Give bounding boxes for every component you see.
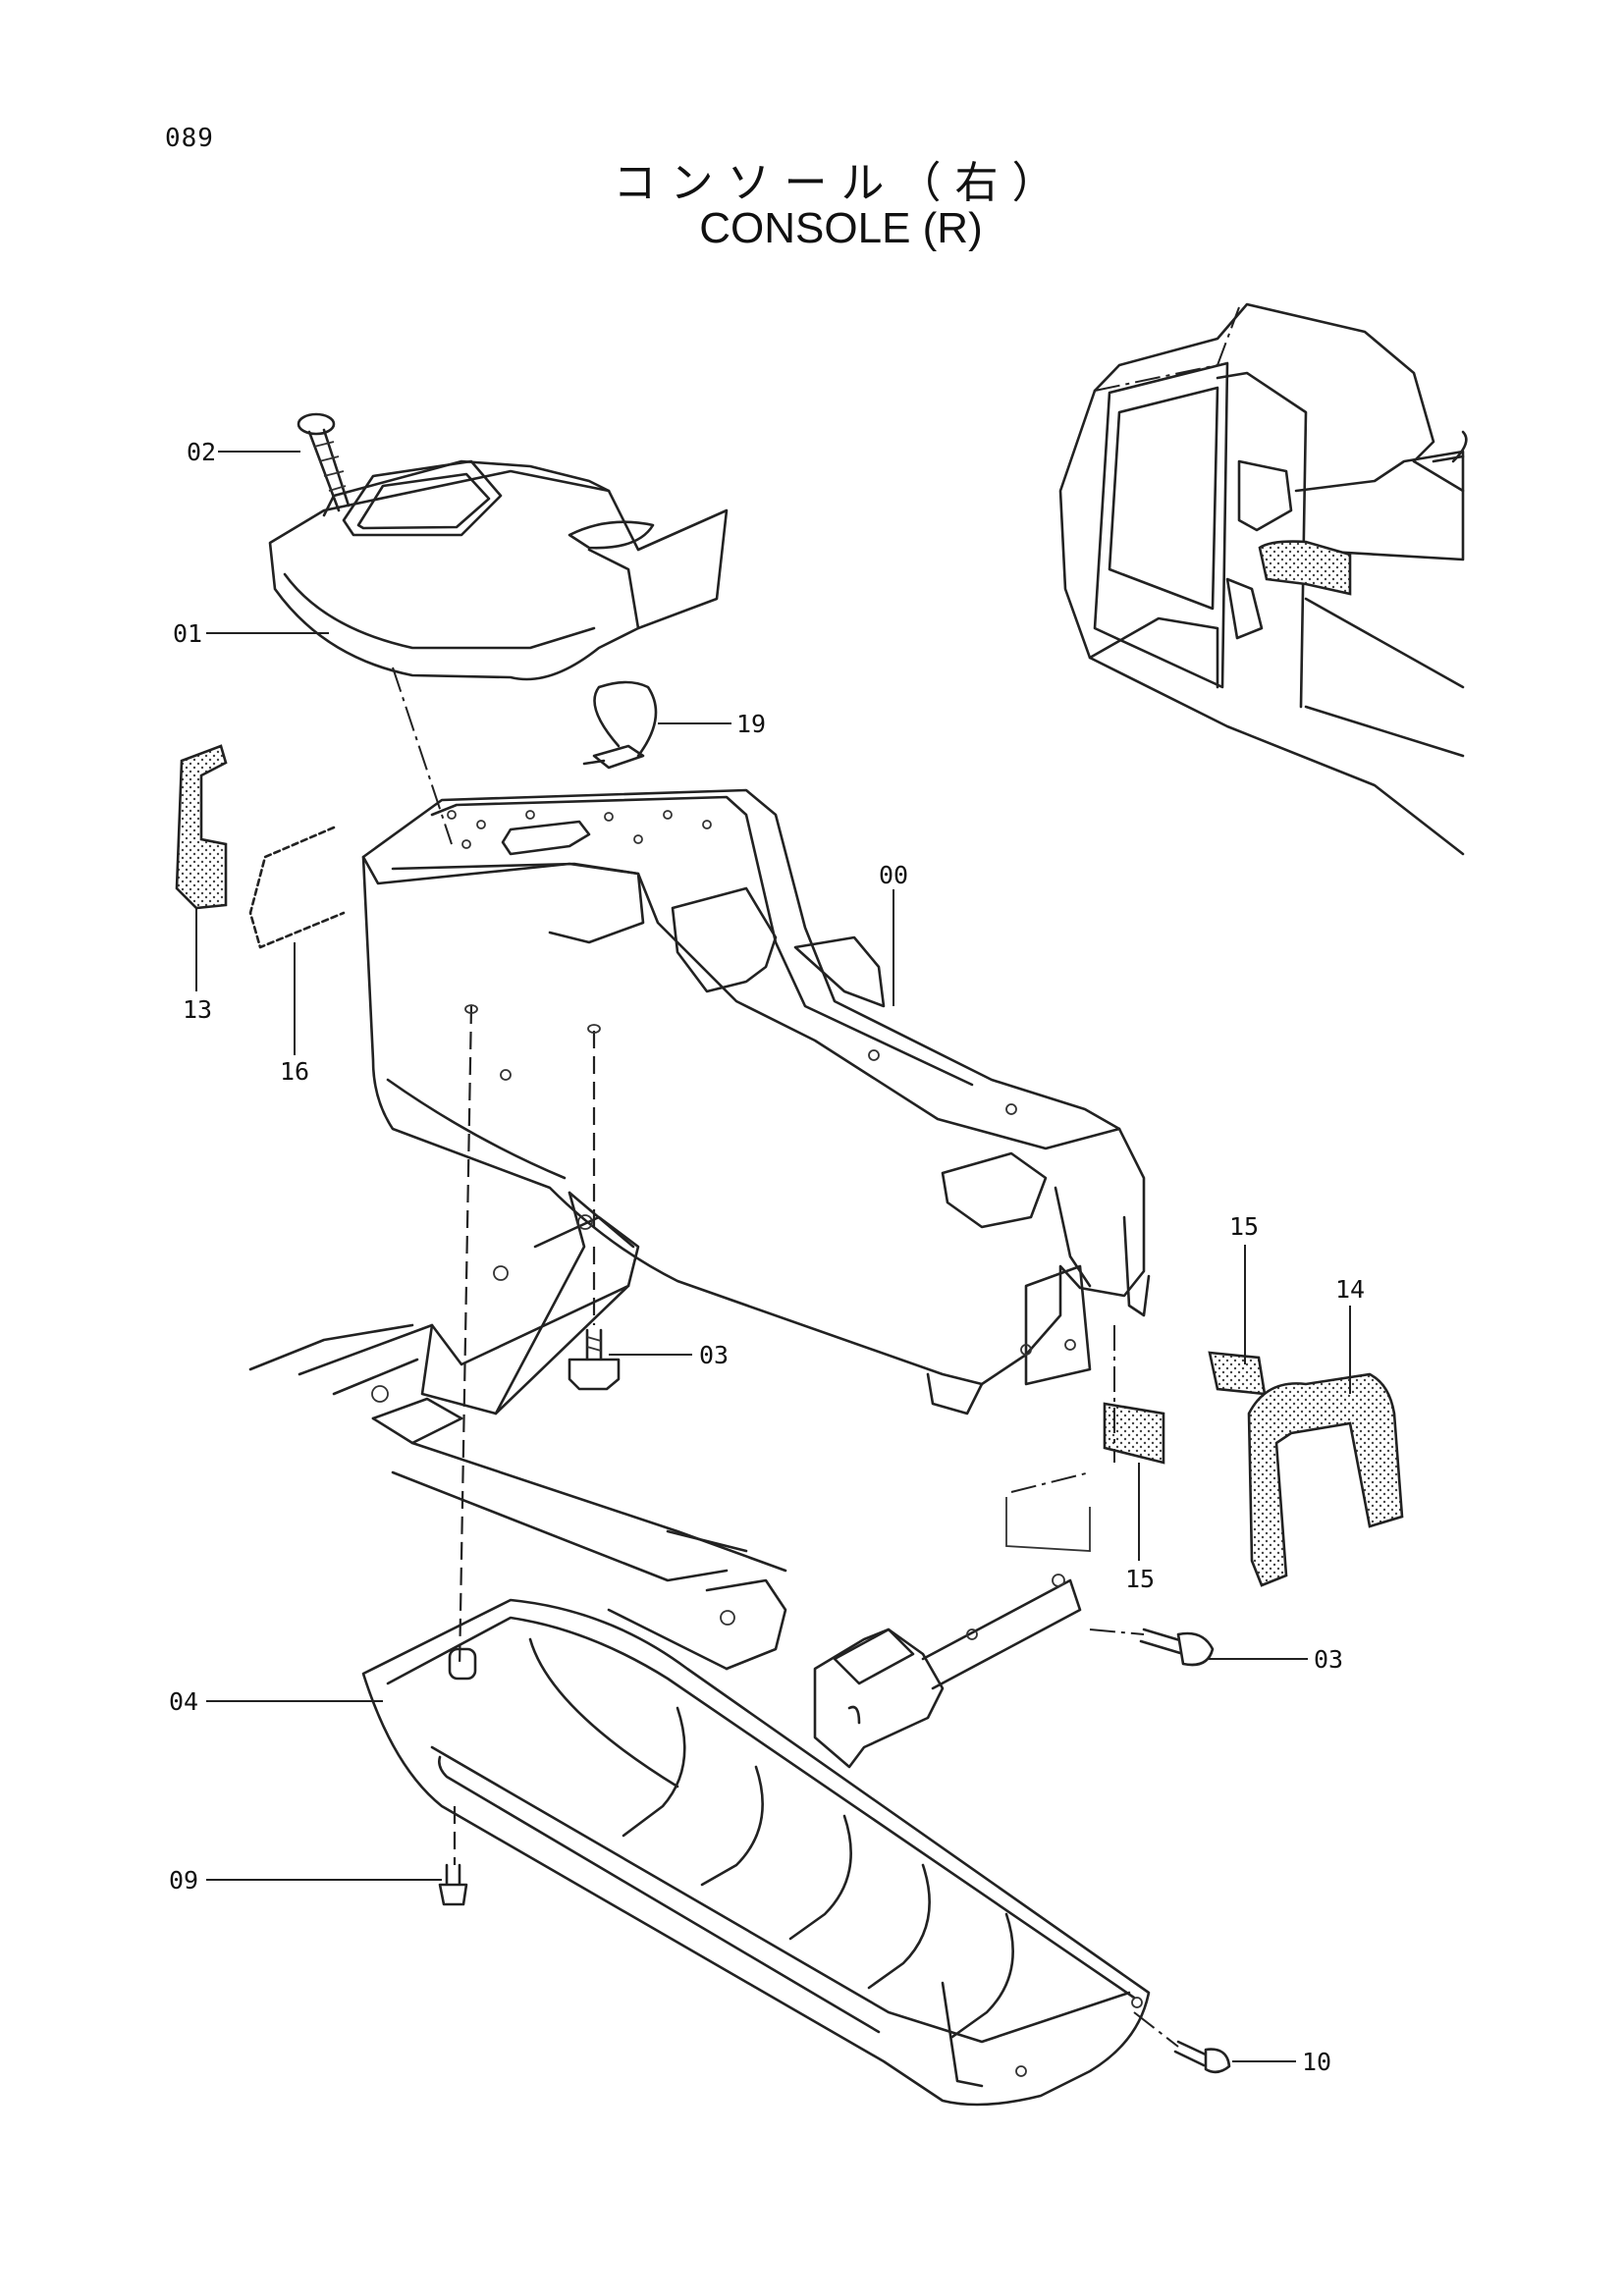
callout-19: 19 bbox=[736, 710, 766, 738]
callout-09: 09 bbox=[169, 1866, 198, 1895]
callout-13: 13 bbox=[183, 995, 212, 1024]
machine-cab-inset bbox=[1058, 302, 1468, 856]
callout-16: 16 bbox=[280, 1057, 309, 1086]
part-04-under-cover bbox=[361, 1598, 1151, 2107]
diagram-title-english: CONSOLE (R) bbox=[699, 204, 983, 252]
part-01-top-cover bbox=[268, 459, 729, 681]
part-19-band-clamp bbox=[582, 680, 658, 770]
part-09-screw bbox=[438, 1863, 468, 1906]
page-number: 089 bbox=[165, 124, 214, 153]
callout-03-upper: 03 bbox=[699, 1341, 729, 1369]
frame-floor bbox=[248, 1191, 787, 1671]
callout-02: 02 bbox=[187, 438, 216, 466]
rear-bracket bbox=[813, 1497, 1091, 1769]
part-14-u-foam bbox=[1247, 1372, 1404, 1587]
callout-15-upper: 15 bbox=[1229, 1212, 1259, 1241]
leader-lines bbox=[195, 451, 1351, 2062]
part-15-foam-pad-lower bbox=[1103, 1402, 1165, 1465]
callout-10: 10 bbox=[1302, 2048, 1331, 2076]
part-10-screw bbox=[1173, 2040, 1231, 2074]
callout-00: 00 bbox=[879, 861, 908, 889]
part-00-console-body bbox=[361, 788, 1151, 1415]
part-15-foam-pad-upper bbox=[1208, 1351, 1267, 1396]
part-02-screw bbox=[297, 412, 351, 512]
callout-03-lower: 03 bbox=[1314, 1645, 1343, 1674]
part-03-bolt-lower bbox=[1139, 1628, 1215, 1667]
part-13-foam-pad bbox=[175, 744, 228, 910]
callout-04: 04 bbox=[169, 1687, 198, 1716]
callout-labels: 02 01 19 00 13 16 03 15 14 15 03 04 09 1… bbox=[169, 438, 1365, 2076]
callout-14: 14 bbox=[1335, 1275, 1365, 1304]
diagram-title-japanese: コンソール（右） bbox=[613, 158, 1069, 208]
part-16-edge-trim bbox=[248, 826, 346, 949]
callout-01: 01 bbox=[173, 619, 202, 648]
callout-15-lower: 15 bbox=[1125, 1565, 1155, 1593]
part-03-bolt-upper bbox=[568, 1328, 621, 1391]
assembly-lines bbox=[392, 667, 1179, 2048]
